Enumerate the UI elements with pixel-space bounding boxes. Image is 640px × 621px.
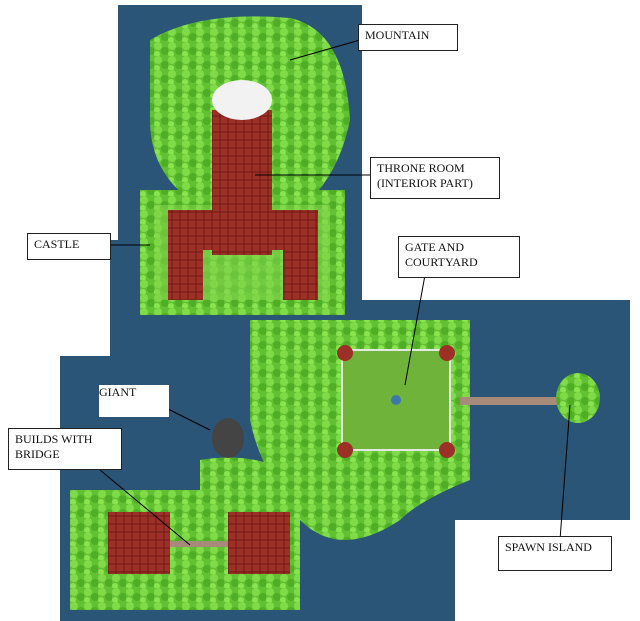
- lower-bridge: [170, 541, 228, 547]
- label-gate-courtyard: GATE AND COURTYARD: [398, 236, 520, 278]
- spawn-bridge: [460, 397, 570, 405]
- label-giant: GIANT: [99, 385, 169, 417]
- label-throne-room: THRONE ROOM (INTERIOR PART): [370, 157, 500, 199]
- castle-tower: [168, 210, 203, 300]
- label-spawn-island: SPAWN ISLAND: [498, 536, 612, 571]
- label-castle: CASTLE: [27, 233, 111, 260]
- spawn-island: [556, 373, 600, 423]
- giant: [212, 418, 244, 458]
- snow-peak: [212, 80, 272, 120]
- label-mountain: MOUNTAIN: [358, 24, 458, 51]
- lower-left-building: [108, 512, 170, 574]
- label-builds-bridge: BUILDS WITH BRIDGE: [8, 428, 122, 470]
- lower-mid-building: [228, 512, 290, 574]
- castle-tower: [283, 210, 318, 300]
